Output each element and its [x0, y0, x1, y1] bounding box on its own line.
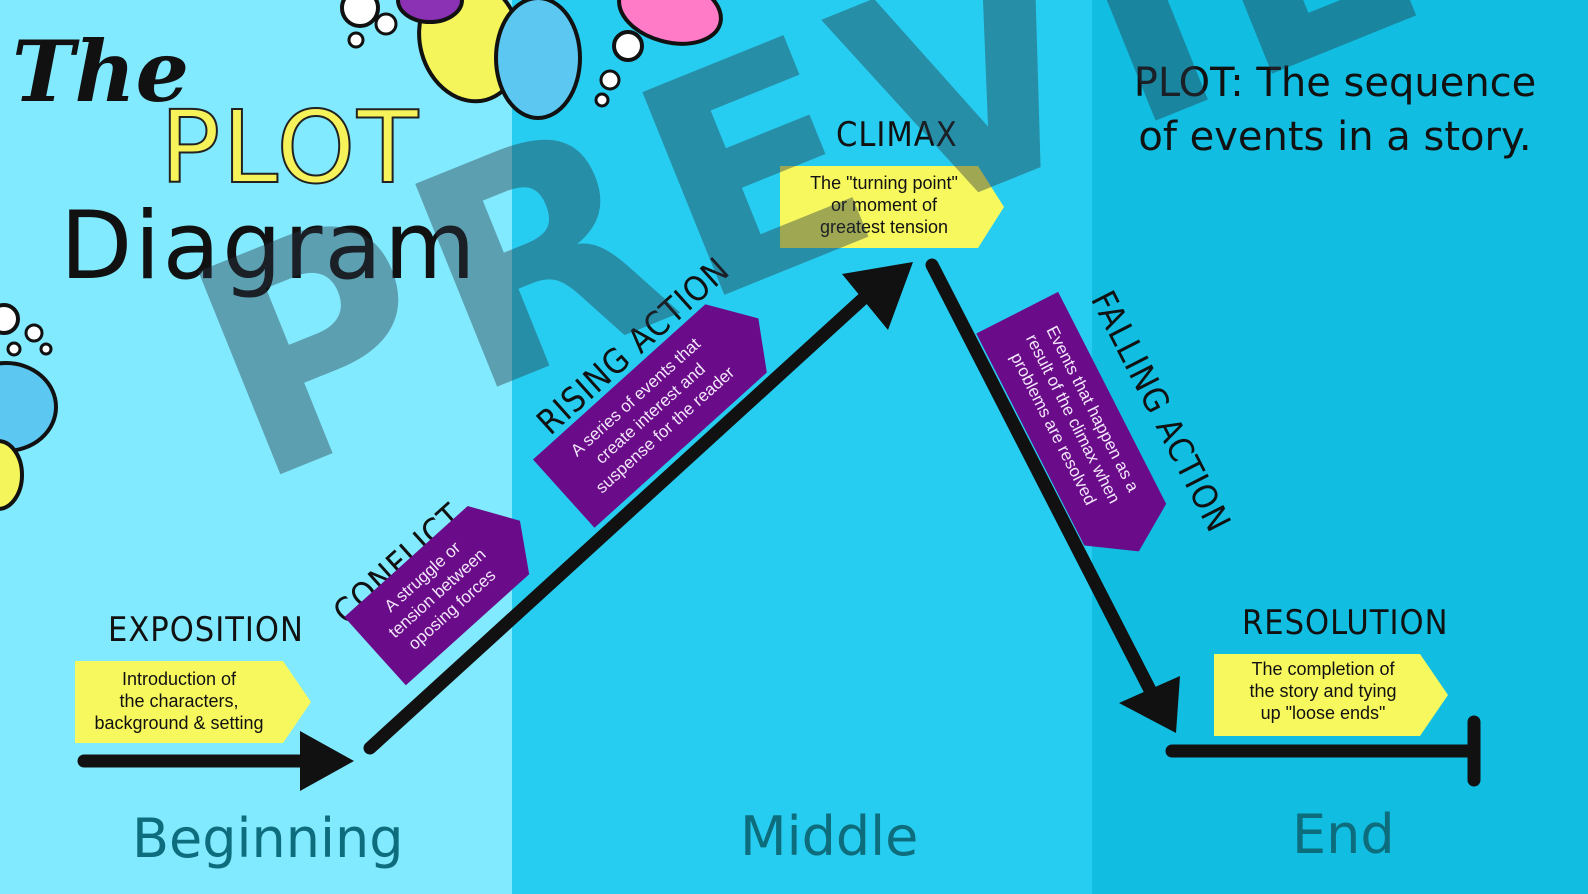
- climax-heading: CLIMAX: [836, 115, 958, 155]
- falling-action-box-shape: [976, 291, 1167, 552]
- resolution-heading: RESOLUTION: [1242, 603, 1449, 643]
- plot-definition: PLOT: The sequence of events in a story.: [1110, 56, 1560, 164]
- section-middle: Middle: [740, 805, 919, 868]
- falling-action-box: Events that happen as a result of the cl…: [976, 291, 1180, 573]
- climax-text: The "turning point" or moment of greates…: [810, 173, 958, 237]
- resolution-text: The completion of the story and tying up…: [1249, 659, 1397, 723]
- section-end: End: [1292, 803, 1395, 866]
- title-plot: PLOT: [159, 89, 421, 206]
- conflict-box-shape: [344, 505, 530, 686]
- section-beginning: Beginning: [132, 807, 404, 870]
- conflict-box: A struggle or tension between oposing fo…: [344, 487, 550, 686]
- flower-top-icon: [340, 0, 723, 120]
- definition-text: The sequence of events in a story.: [1138, 60, 1537, 160]
- beginning-panel: [0, 0, 512, 894]
- resolution-box: [1214, 654, 1448, 736]
- definition-term: PLOT:: [1133, 60, 1244, 106]
- title-diagram: Diagram: [60, 192, 478, 301]
- exposition-text: Introduction of the characters, backgrou…: [94, 669, 264, 733]
- exposition-box: [75, 661, 311, 743]
- rising-action-box: A series of events that create interest …: [532, 284, 789, 528]
- title-the: The: [12, 22, 190, 121]
- flower-left-icon: [0, 303, 58, 511]
- climax-box: [780, 166, 1004, 248]
- exposition-heading: EXPOSITION: [108, 610, 304, 650]
- rising-action-box-shape: [532, 304, 767, 528]
